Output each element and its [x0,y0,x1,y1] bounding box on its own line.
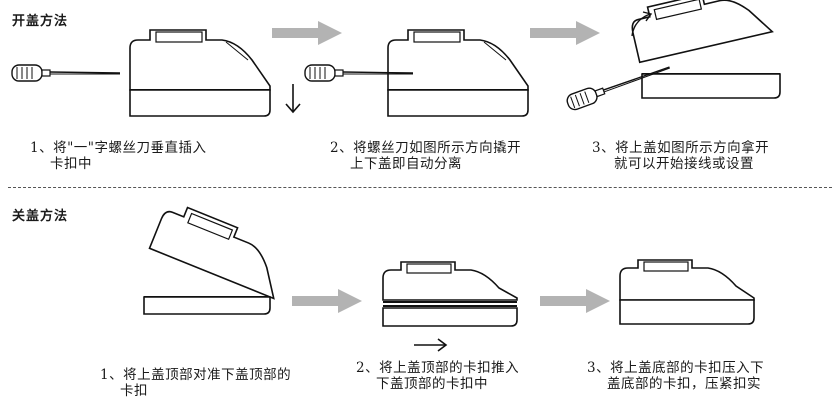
grey-arrow-open-1 [272,21,342,45]
close-step3-line2: 盖底部的卡扣，压紧扣实 [607,376,761,392]
grey-arrow-open-2 [530,21,600,45]
open-step1-line1: 1、将"一"字螺丝刀垂直插入 [30,140,207,156]
close-step1-line2: 卡扣 [120,383,148,399]
close-step1-line1: 1、将上盖顶部对准下盖顶部的 [100,367,292,383]
close-step1-device [143,206,275,315]
right-arrow-icon [414,338,448,352]
section-divider [8,187,832,188]
open-step1-caption: 1、将"一"字螺丝刀垂直插入 卡扣中 [30,140,207,172]
close-step2-line1: 2、将上盖顶部的卡扣推入 [356,360,520,376]
open-step1-line2: 卡扣中 [50,156,92,172]
grey-arrow-close-1 [292,289,362,313]
down-arrow-icon [285,84,301,114]
open-step3-device [631,0,781,99]
open-step2-line2: 上下盖即自动分离 [350,156,462,172]
close-method-title: 关盖方法 [12,209,69,224]
close-step3-device [619,259,755,325]
open-step3-line2: 就可以开始接线或设置 [614,156,754,172]
close-step2-caption: 2、将上盖顶部的卡扣推入 下盖顶部的卡扣中 [356,360,519,392]
screwdriver-1 [11,64,121,82]
open-method-title: 开盖方法 [12,14,69,29]
open-step3-line1: 3、将上盖如图所示方向拿开 [592,140,770,156]
close-step2-line2: 下盖顶部的卡扣中 [376,376,488,392]
close-step2-device [382,261,518,327]
open-step1-device [129,29,271,117]
rotate-arrow-icon [631,11,653,37]
open-step2-line1: 2、将螺丝刀如图所示方向撬开 [330,140,522,156]
close-step3-line1: 3、将上盖底部的卡扣压入下 [587,360,765,376]
open-step2-caption: 2、将螺丝刀如图所示方向撬开 上下盖即自动分离 [330,140,521,172]
open-step3-caption: 3、将上盖如图所示方向拿开 就可以开始接线或设置 [592,140,769,172]
close-step1-caption: 1、将上盖顶部对准下盖顶部的 卡扣 [100,367,291,399]
close-step3-caption: 3、将上盖底部的卡扣压入下 盖底部的卡扣，压紧扣实 [587,360,764,392]
grey-arrow-close-2 [540,289,610,313]
